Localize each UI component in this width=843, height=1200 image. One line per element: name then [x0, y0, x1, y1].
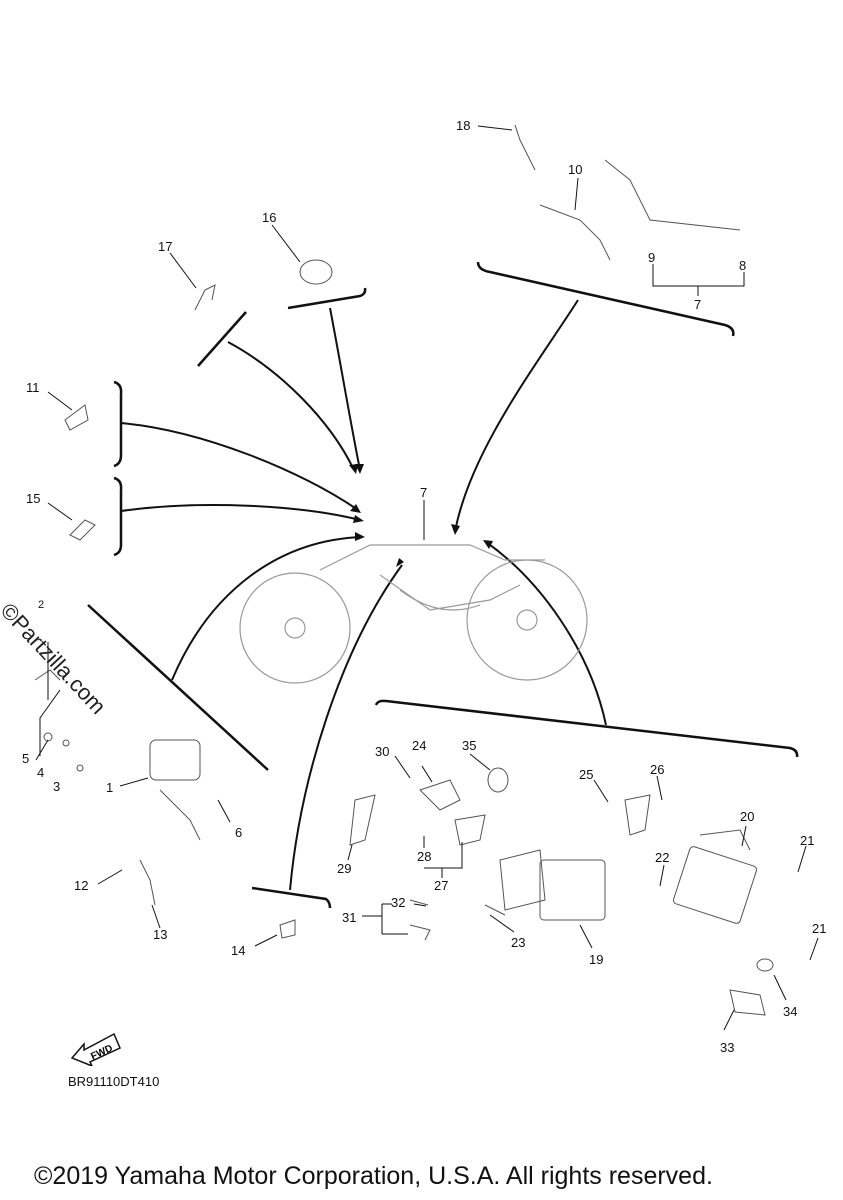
- leader-lines: [35, 125, 819, 1031]
- callout-17: 17: [158, 239, 172, 254]
- callout-6: 6: [235, 825, 242, 840]
- callout-1: 1: [106, 780, 113, 795]
- callout-30: 30: [375, 744, 389, 759]
- callout-29: 29: [337, 861, 351, 876]
- callout-13: 13: [153, 927, 167, 942]
- callout-7-top: 7: [694, 297, 701, 312]
- callout-2: 2: [38, 599, 44, 611]
- callout-21-lower: 21: [812, 921, 826, 936]
- callout-8: 8: [739, 258, 746, 273]
- callout-28: 28: [417, 849, 431, 864]
- callout-25: 25: [579, 767, 593, 782]
- callout-32: 32: [391, 895, 405, 910]
- callout-31: 31: [342, 910, 356, 925]
- callout-numbers: 18 10 16 17 9 8 7 11 15 7 2 5 4 3 1 6 12…: [22, 118, 826, 1055]
- callout-9: 9: [648, 250, 655, 265]
- callout-34: 34: [783, 1004, 797, 1019]
- callout-27: 27: [434, 878, 448, 893]
- callout-11: 11: [26, 380, 40, 395]
- callout-23: 23: [511, 935, 525, 950]
- callout-10: 10: [568, 162, 582, 177]
- callout-26: 26: [650, 762, 664, 777]
- callout-33: 33: [720, 1040, 734, 1055]
- motorcycle-outline: [239, 544, 588, 684]
- diagram-code: BR91110DT410: [68, 1074, 160, 1089]
- callout-16: 16: [262, 210, 276, 225]
- callout-35: 35: [462, 738, 476, 753]
- callout-22: 22: [655, 850, 669, 865]
- callout-4: 4: [37, 765, 44, 780]
- callout-18: 18: [456, 118, 470, 133]
- callout-14: 14: [231, 943, 245, 958]
- callout-7-center: 7: [420, 485, 427, 500]
- arrowheads: [349, 464, 493, 567]
- fwd-arrow-icon: FWD: [70, 1032, 121, 1066]
- callout-20: 20: [740, 809, 754, 824]
- callout-3: 3: [53, 779, 60, 794]
- callout-19: 19: [589, 952, 603, 967]
- callout-15: 15: [26, 491, 40, 506]
- bracket-lines: [87, 261, 799, 909]
- callout-5: 5: [22, 751, 29, 766]
- copyright-notice: ©2019 Yamaha Motor Corporation, U.S.A. A…: [34, 1162, 713, 1190]
- part-sketches: [34, 124, 774, 1016]
- callout-24: 24: [412, 738, 426, 753]
- connector-arrows: [120, 299, 607, 891]
- callout-21-upper: 21: [800, 833, 814, 848]
- callout-12: 12: [74, 878, 88, 893]
